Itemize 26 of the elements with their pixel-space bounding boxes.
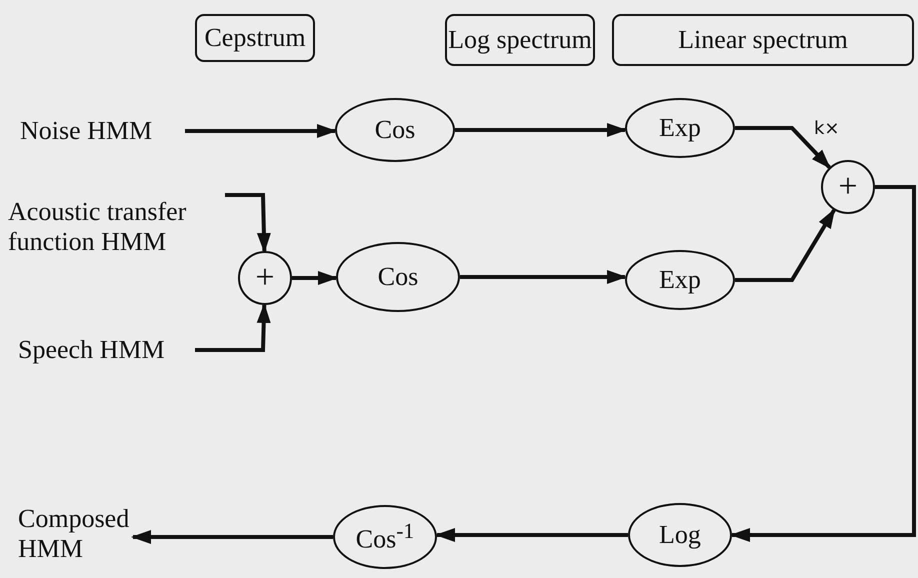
process-ellipse: Log xyxy=(628,503,732,567)
section-tag: Linear spectrum xyxy=(612,14,914,66)
input-label: Composed HMM xyxy=(18,504,130,564)
arrow xyxy=(735,126,831,169)
arrow xyxy=(455,123,627,137)
arrow xyxy=(435,528,628,542)
sum-circle: + xyxy=(238,251,292,305)
input-label: Speech HMM xyxy=(18,335,165,365)
arrow xyxy=(292,271,338,285)
sum-circle: + xyxy=(821,160,875,214)
section-tag: Log spectrum xyxy=(445,14,595,66)
process-ellipse: Exp xyxy=(625,250,735,310)
arrow xyxy=(185,124,337,138)
arrow xyxy=(195,303,271,352)
section-tag: Cepstrum xyxy=(195,14,315,62)
process-ellipse: Cos$^{-1}$ xyxy=(333,505,437,569)
process-ellipse: Cos xyxy=(336,242,460,312)
arrow xyxy=(730,185,916,542)
arrow xyxy=(460,270,627,284)
input-label: Noise HMM xyxy=(20,116,152,146)
arrow xyxy=(131,530,333,544)
process-ellipse: Exp xyxy=(625,98,735,158)
arrow xyxy=(735,208,836,282)
input-label: Acoustic transfer function HMM xyxy=(8,197,188,257)
arrow xyxy=(225,193,271,253)
process-ellipse: Cos xyxy=(335,98,455,162)
